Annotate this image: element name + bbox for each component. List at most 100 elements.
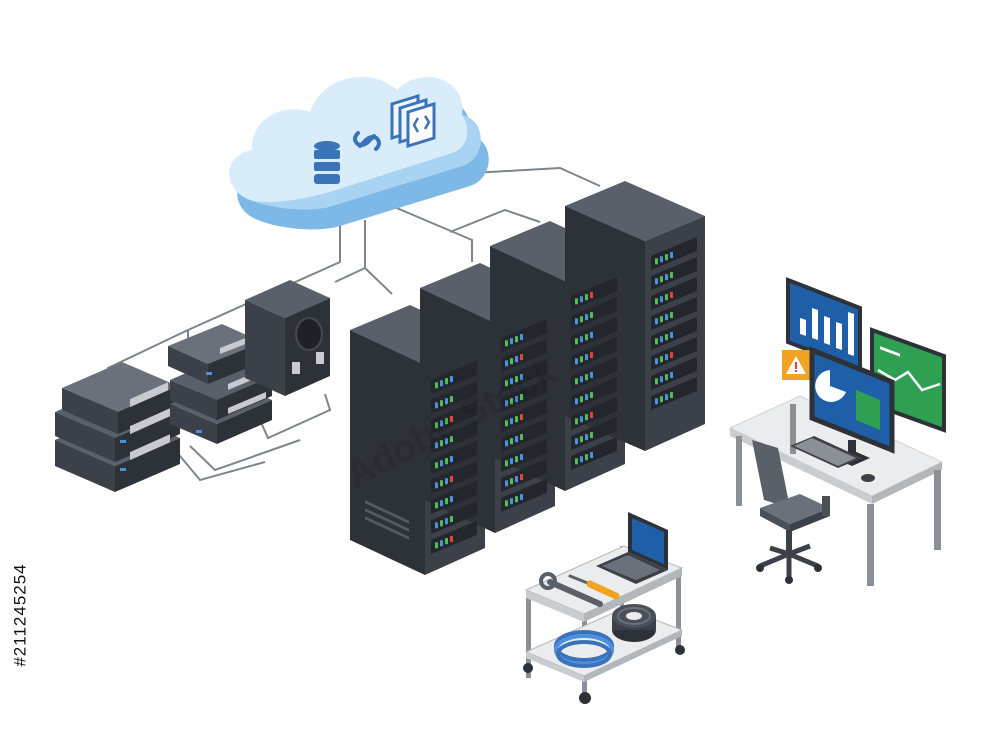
status-led	[585, 314, 588, 321]
status-led	[520, 354, 523, 361]
status-led	[655, 278, 658, 285]
office-chair	[752, 440, 830, 584]
status-led	[670, 252, 673, 259]
status-led	[445, 518, 448, 525]
status-led	[655, 338, 658, 345]
status-led	[515, 476, 518, 483]
mouse	[861, 474, 875, 482]
status-led	[515, 356, 518, 363]
screwdriver-icon	[568, 574, 620, 600]
status-led	[660, 256, 663, 263]
status-led	[505, 340, 508, 347]
status-led	[440, 440, 443, 447]
laptop	[596, 512, 668, 584]
status-led	[510, 478, 513, 485]
status-led	[655, 378, 658, 385]
status-led	[515, 376, 518, 383]
status-led	[445, 498, 448, 505]
status-led	[575, 418, 578, 425]
status-led	[665, 334, 668, 341]
status-led	[580, 416, 583, 423]
status-led	[670, 312, 673, 319]
status-led	[435, 502, 438, 509]
status-led	[665, 374, 668, 381]
status-led	[665, 394, 668, 401]
status-led	[590, 372, 593, 379]
link-icon	[352, 131, 382, 151]
status-led	[515, 456, 518, 463]
status-led	[435, 482, 438, 489]
status-led	[435, 542, 438, 549]
status-led	[590, 432, 593, 439]
status-led	[450, 516, 453, 523]
status-led	[440, 380, 443, 387]
status-led	[660, 316, 663, 323]
status-led	[580, 296, 583, 303]
status-led	[515, 336, 518, 343]
status-led	[580, 356, 583, 363]
status-led	[450, 476, 453, 483]
status-led	[655, 318, 658, 325]
status-led	[575, 398, 578, 405]
status-led	[510, 458, 513, 465]
cable-reel-dark	[612, 604, 656, 642]
status-led	[590, 412, 593, 419]
status-led	[520, 374, 523, 381]
status-led	[670, 372, 673, 379]
status-led	[575, 358, 578, 365]
status-led	[435, 442, 438, 449]
status-led	[585, 454, 588, 461]
status-led	[505, 440, 508, 447]
database-icon	[314, 141, 340, 184]
status-led	[575, 458, 578, 465]
status-led	[450, 376, 453, 383]
cable-coil-blue	[554, 630, 614, 668]
status-led	[510, 438, 513, 445]
cloud-icon	[229, 76, 489, 230]
switch-leds	[120, 372, 212, 471]
stock-id-text: #211245254	[11, 563, 31, 667]
status-led	[450, 456, 453, 463]
status-led	[575, 298, 578, 305]
status-led	[585, 294, 588, 301]
status-led	[515, 416, 518, 423]
status-led	[590, 312, 593, 319]
status-led	[505, 380, 508, 387]
status-led	[580, 316, 583, 323]
status-led	[520, 474, 523, 481]
status-led	[510, 378, 513, 385]
status-led	[520, 494, 523, 501]
status-led	[445, 398, 448, 405]
status-led	[665, 294, 668, 301]
status-led	[520, 454, 523, 461]
status-led	[435, 522, 438, 529]
status-led	[445, 418, 448, 425]
status-led	[520, 394, 523, 401]
status-led	[665, 254, 668, 261]
status-led	[580, 376, 583, 383]
status-led	[660, 336, 663, 343]
status-led	[590, 332, 593, 339]
status-led	[665, 314, 668, 321]
status-led	[505, 400, 508, 407]
status-led	[670, 352, 673, 359]
status-led	[445, 438, 448, 445]
status-led	[450, 436, 453, 443]
status-led	[580, 456, 583, 463]
rack-bays	[431, 236, 697, 554]
status-led	[440, 480, 443, 487]
status-led	[505, 360, 508, 367]
wrench-icon	[539, 572, 603, 607]
status-led	[660, 376, 663, 383]
switch-ports-left	[130, 382, 170, 461]
status-led	[505, 420, 508, 427]
status-led	[590, 292, 593, 299]
status-led	[660, 356, 663, 363]
status-led	[510, 358, 513, 365]
status-led	[450, 496, 453, 503]
status-led	[660, 396, 663, 403]
switch-stack-left	[55, 362, 180, 492]
status-led	[510, 398, 513, 405]
status-led	[445, 478, 448, 485]
